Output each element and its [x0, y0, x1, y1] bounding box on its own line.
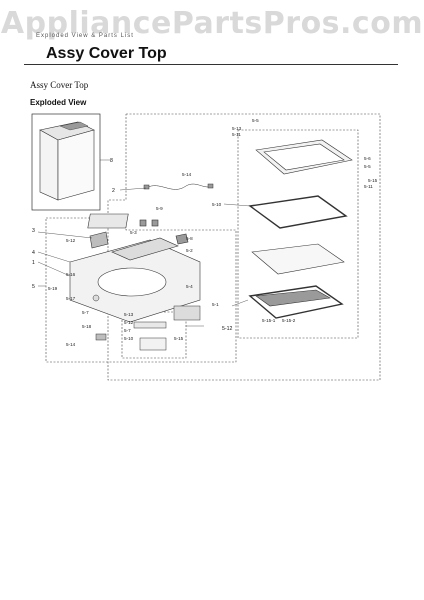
callout-5-16: 5-16	[66, 272, 76, 277]
callout-5-10b: 5-10	[124, 336, 134, 341]
callout-5-9: 5-9	[156, 206, 163, 211]
title-divider	[24, 64, 398, 65]
callout-5-15b: 5-15	[174, 336, 184, 341]
outer-dashed-frame	[107, 113, 381, 381]
callout-5-12: 5-12	[66, 238, 76, 243]
callout-5-5: 5-5	[252, 118, 259, 123]
lid-assembly-parts	[248, 139, 353, 319]
watermark-logo: AppliancePartsPros.com	[0, 6, 424, 41]
top-cover-part	[69, 213, 201, 323]
callout-5-4: 5-4	[186, 284, 193, 289]
callout-2: 2	[112, 188, 115, 194]
callout-5-11b: 5-11	[364, 184, 373, 189]
callout-5-3: 5-3	[130, 230, 137, 235]
callout-labels: 8 2 3 4 1 5 5-5 5-13 5-11 5-6 5-5 5-15 5…	[32, 118, 378, 347]
callout-5-11: 5-11	[232, 132, 241, 137]
leader-lines	[37, 159, 251, 327]
callout-5-12b: 5-12	[124, 320, 134, 325]
assembly-subtitle: Assy Cover Top	[30, 80, 89, 90]
doc-header-small: Exploded View & Parts List	[36, 33, 134, 39]
callout-1: 1	[32, 260, 35, 266]
callout-5-2: 5-2	[186, 248, 193, 253]
callout-5-10: 5-10	[212, 202, 222, 207]
callout-8: 8	[110, 158, 113, 164]
callout-5-15: 5-15	[368, 178, 378, 183]
callout-5-15-2: 5-15-2	[282, 318, 296, 323]
wire-harness-part	[143, 183, 214, 190]
callout-5-14: 5-14	[182, 172, 192, 177]
callout-5-13: 5-13	[232, 126, 242, 131]
callout-5-19: 5-19	[48, 286, 58, 291]
callout-5-6: 5-6	[364, 156, 371, 161]
callout-5-8: 5-8	[186, 236, 193, 241]
callout-5-18: 5-18	[82, 324, 92, 329]
washer-thumbnail	[31, 113, 101, 211]
callout-4: 4	[32, 250, 35, 256]
callout-5-12c: 5-12	[222, 326, 232, 332]
callout-5-14b: 5-14	[66, 342, 76, 347]
callout-5-7: 5-7	[82, 310, 89, 315]
callout-5-5b: 5-5	[364, 164, 371, 169]
callout-5-15-1: 5-15-1	[262, 318, 276, 323]
callout-3: 3	[32, 228, 35, 234]
page-title: Assy Cover Top	[46, 45, 167, 62]
callout-5-7b: 5-7	[124, 328, 131, 333]
callout-5-17: 5-17	[66, 296, 76, 301]
callout-5-13b: 5-13	[124, 312, 134, 317]
inset-parts	[92, 294, 201, 351]
section-label: Exploded View	[30, 98, 87, 107]
callout-5: 5	[32, 284, 35, 290]
callout-5-1: 5-1	[212, 302, 219, 307]
